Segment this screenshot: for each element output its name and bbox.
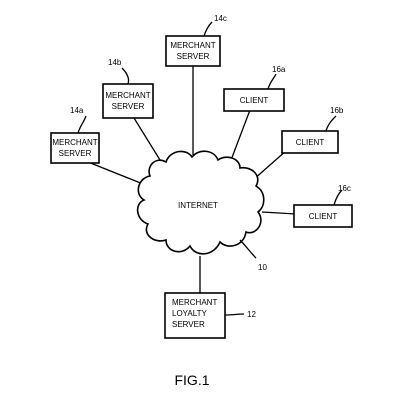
ref-16c-leader — [333, 189, 343, 206]
link-14a — [87, 161, 149, 187]
merchant-server-14b-line1: MERCHANT — [105, 91, 150, 100]
ref-14b-leader — [121, 67, 130, 85]
client-16c-box — [293, 204, 353, 228]
loyalty-server-line2: LOYALTY — [172, 309, 207, 318]
merchant-server-14c-box — [165, 35, 221, 67]
ref-10-leader — [239, 239, 257, 259]
ref-16a: 16a — [272, 65, 286, 74]
merchant-server-14c-line1: MERCHANT — [170, 41, 215, 50]
ref-14a-leader — [77, 115, 87, 134]
loyalty-server-line1: MERCHANT — [172, 298, 217, 307]
internet-label: INTERNET — [178, 201, 218, 210]
ref-10: 10 — [258, 263, 267, 272]
ref-16a-leader — [267, 73, 277, 90]
merchant-server-14b-box — [102, 83, 154, 119]
ref-14c-leader — [203, 21, 213, 37]
ref-16b: 16b — [330, 106, 344, 115]
ref-12: 12 — [247, 310, 256, 319]
merchant-loyalty-server-box — [164, 292, 226, 339]
merchant-server-14a-box — [50, 132, 100, 164]
loyalty-server-line3: SERVER — [172, 320, 205, 329]
client-16b-label: CLIENT — [296, 138, 325, 147]
merchant-server-14b-line2: SERVER — [112, 102, 145, 111]
merchant-server-14a-line1: MERCHANT — [52, 138, 97, 147]
merchant-server-14c-line2: SERVER — [177, 52, 210, 61]
ref-12-leader — [224, 313, 245, 316]
link-16c — [261, 211, 297, 215]
client-16b-box — [281, 130, 339, 154]
figure-caption: FIG.1 — [174, 372, 209, 388]
client-16c-label: CLIENT — [309, 212, 338, 221]
ref-14b: 14b — [108, 58, 122, 67]
merchant-server-14a-line2: SERVER — [59, 149, 92, 158]
ref-16b-leader — [325, 115, 337, 132]
link-16b — [252, 149, 288, 181]
client-16a-label: CLIENT — [240, 96, 269, 105]
internet-cloud — [136, 150, 265, 255]
client-16a-box — [223, 88, 285, 112]
ref-14c: 14c — [214, 14, 227, 23]
ref-16c: 16c — [338, 184, 351, 193]
link-14b — [133, 117, 161, 161]
ref-14a: 14a — [70, 106, 84, 115]
